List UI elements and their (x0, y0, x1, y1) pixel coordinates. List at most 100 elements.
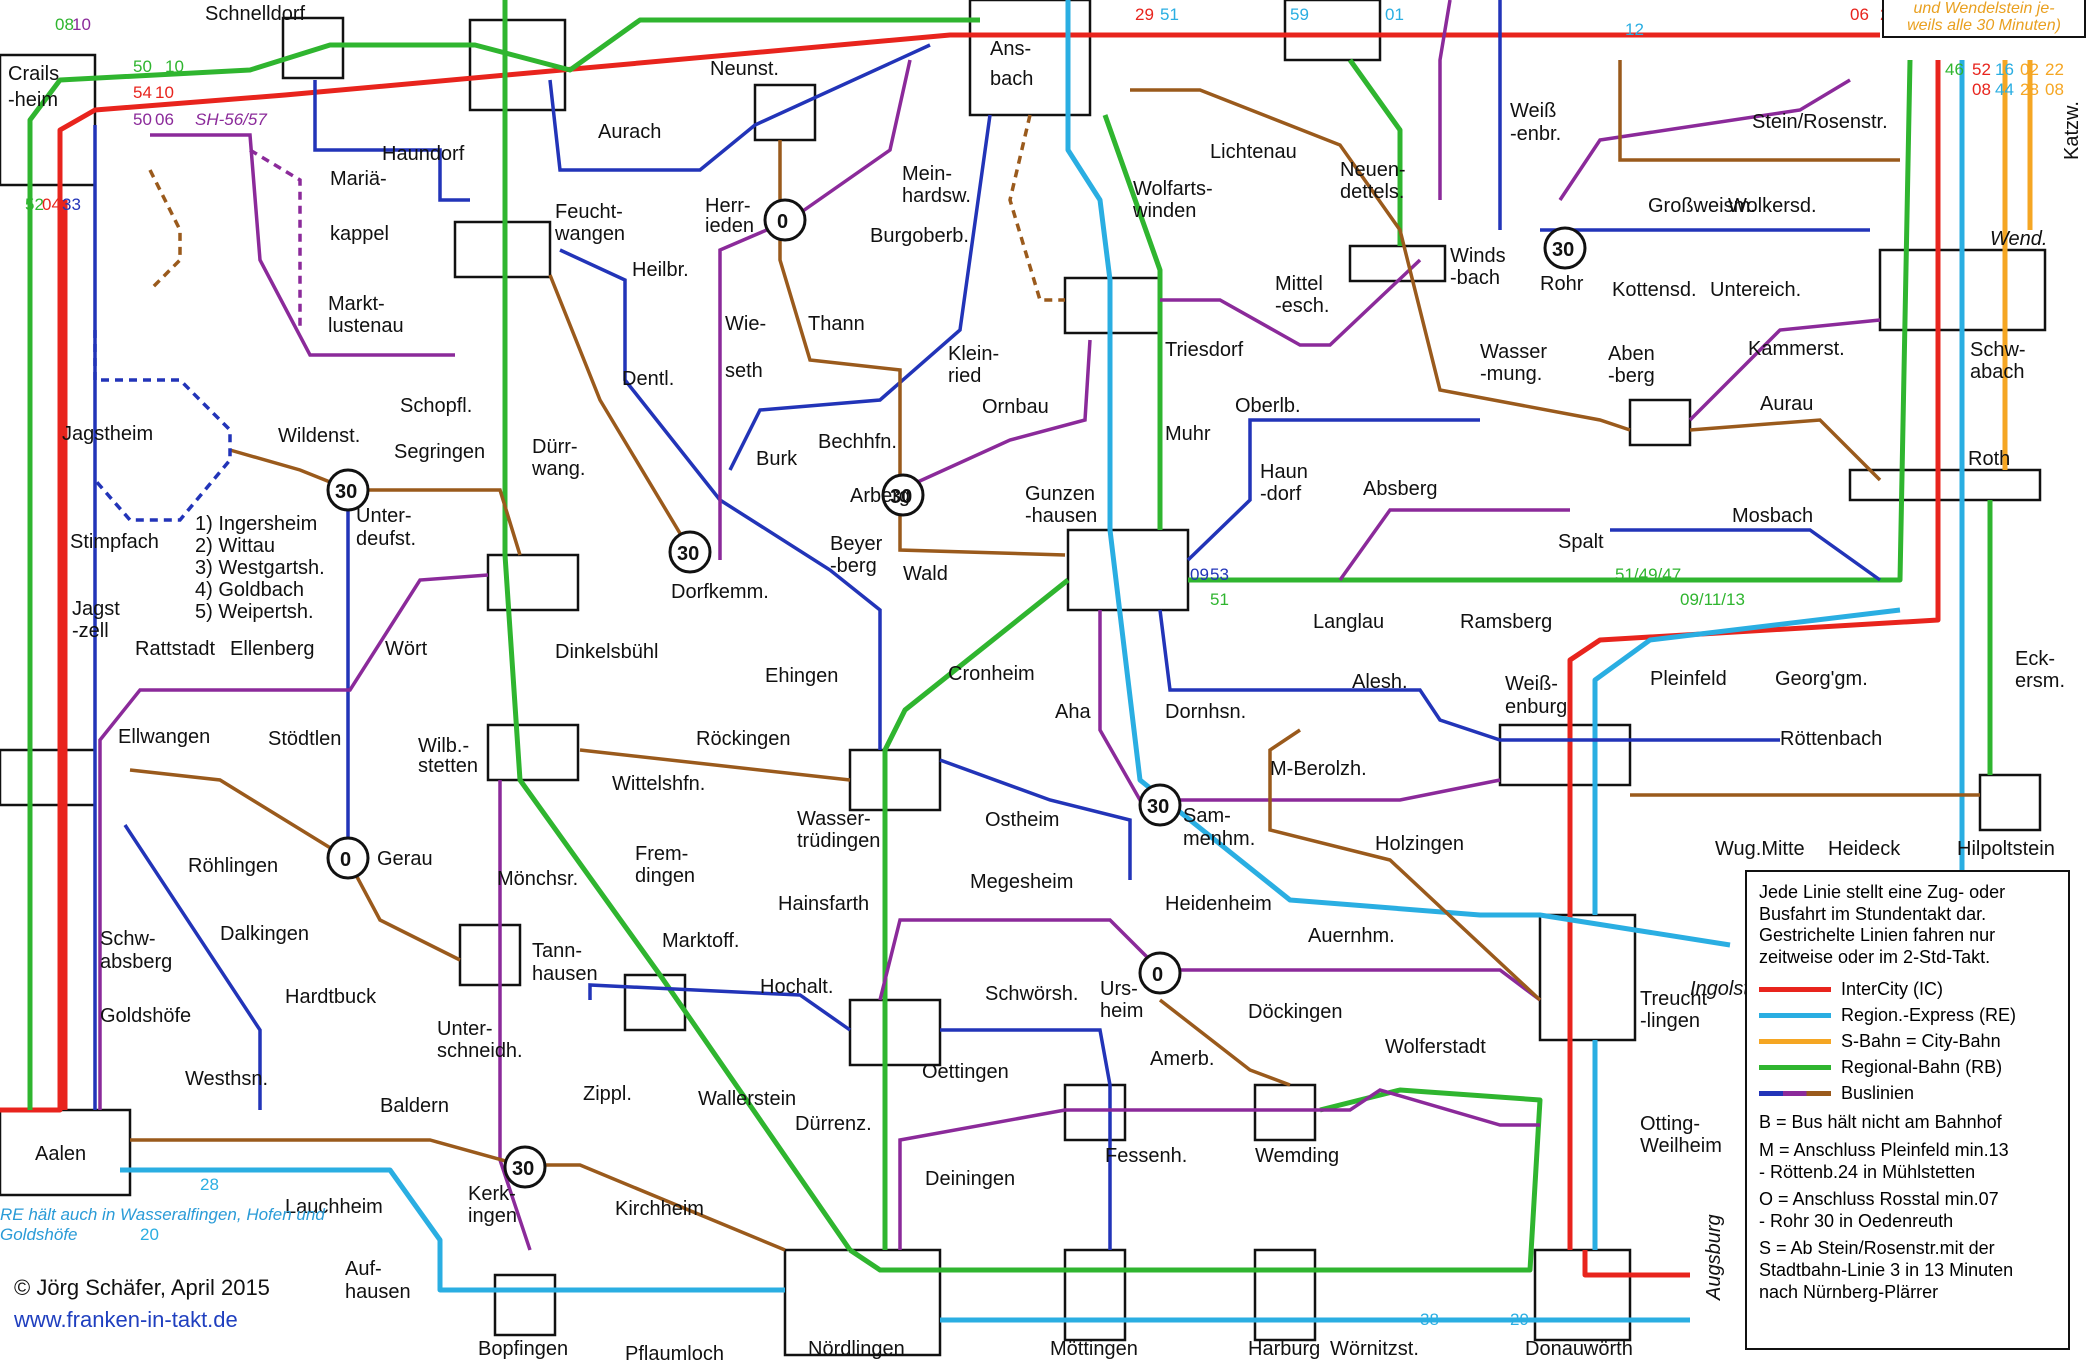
svg-text:Döckingen: Döckingen (1248, 1001, 1343, 1023)
svg-text:Dornhsn.: Dornhsn. (1165, 701, 1246, 723)
bus-purple-10[interactable] (1560, 80, 1850, 200)
svg-text:Dürrenz.: Dürrenz. (795, 1113, 872, 1135)
moettingen-box[interactable] (1065, 1250, 1125, 1340)
svg-text:dingen: dingen (635, 865, 695, 887)
svg-text:Treucht: Treucht (1640, 988, 1708, 1010)
svg-text:Mittel: Mittel (1275, 273, 1323, 295)
svg-text:ried: ried (948, 365, 981, 387)
svg-text:02: 02 (2020, 60, 2039, 79)
legend-label-re: Region.-Express (RE) (1841, 1005, 2016, 1027)
svg-text:hausen: hausen (345, 1281, 411, 1303)
svg-text:10: 10 (165, 57, 184, 76)
legend-label-bus: Buslinien (1841, 1083, 1914, 1105)
svg-text:Jagst: Jagst (72, 598, 120, 620)
svg-text:Heilbr.: Heilbr. (632, 259, 689, 281)
svg-text:46: 46 (1945, 60, 1964, 79)
bus-brown-dashed[interactable] (1010, 115, 1065, 300)
svg-text:kappel: kappel (330, 223, 389, 245)
svg-text:Jagstheim: Jagstheim (62, 423, 153, 445)
svg-text:ersm.: ersm. (2015, 670, 2065, 692)
legend-note-b: B = Bus hält nicht am Bahnhof (1759, 1112, 2056, 1134)
svg-text:-enbr.: -enbr. (1510, 123, 1561, 145)
treuchtlingen-box[interactable] (1540, 915, 1635, 1040)
svg-text:wangen: wangen (554, 223, 625, 245)
abenberg-box[interactable] (1630, 400, 1690, 445)
svg-text:Kottensd.: Kottensd. (1612, 279, 1697, 301)
dinkelsbuehl-box[interactable] (488, 555, 578, 610)
svg-text:33: 33 (62, 195, 81, 214)
svg-text:seth: seth (725, 360, 763, 382)
svg-text:29: 29 (1510, 1310, 1529, 1329)
bus-brown-3[interactable] (550, 275, 690, 550)
svg-text:Wittelshfn.: Wittelshfn. (612, 773, 705, 795)
svg-text:Goldshöfe: Goldshöfe (100, 1005, 191, 1027)
svg-text:Weilheim: Weilheim (1640, 1135, 1722, 1157)
svg-text:Feucht-: Feucht- (555, 201, 623, 223)
svg-text:Unter-: Unter- (437, 1018, 493, 1040)
svg-text:Kerk-: Kerk- (468, 1183, 516, 1205)
svg-text:Muhr: Muhr (1165, 423, 1211, 445)
svg-text:-esch.: -esch. (1275, 295, 1329, 317)
windsbach-box[interactable] (1350, 246, 1445, 281)
svg-text:Mosbach: Mosbach (1732, 505, 1813, 527)
wemding-box[interactable] (1255, 1085, 1315, 1140)
svg-text:-zell: -zell (72, 620, 109, 642)
svg-text:04: 04 (42, 195, 61, 214)
svg-text:22: 22 (2045, 60, 2064, 79)
svg-text:59: 59 (1290, 5, 1309, 24)
svg-text:absberg: absberg (100, 951, 172, 973)
bus-purple-13[interactable] (150, 135, 455, 355)
bus-brown-6[interactable] (348, 860, 460, 960)
rb-line-dinkelsbuehl[interactable] (505, 0, 850, 1250)
svg-text:30: 30 (512, 1158, 534, 1180)
oettingen-box[interactable] (850, 1000, 940, 1065)
svg-text:Arberg: Arberg (850, 485, 910, 507)
svg-text:Weiß-: Weiß- (1505, 673, 1558, 695)
legend-item: Buslinien (1759, 1080, 2056, 1106)
svg-text:Hainsfarth: Hainsfarth (778, 893, 869, 915)
wilburgstetten-box[interactable] (488, 725, 578, 780)
legend-label-rb: Regional-Bahn (RB) (1841, 1057, 2002, 1079)
svg-text:Stein/Rosenstr.: Stein/Rosenstr. (1752, 111, 1888, 133)
tannhausen-box[interactable] (460, 925, 520, 985)
svg-text:Aurach: Aurach (598, 121, 661, 143)
svg-text:Wug.Mitte: Wug.Mitte (1715, 838, 1805, 860)
svg-text:Oettingen: Oettingen (922, 1061, 1009, 1083)
ic-line-augsburg[interactable] (1585, 1250, 1690, 1275)
wassertruedingen-box[interactable] (850, 750, 940, 810)
svg-text:30: 30 (1147, 796, 1169, 818)
svg-text:10: 10 (155, 83, 174, 102)
svg-text:Pleinfeld: Pleinfeld (1650, 668, 1727, 690)
bus-purple-12[interactable] (1440, 0, 1450, 200)
svg-text:Hochalt.: Hochalt. (760, 976, 833, 998)
bopfingen-box[interactable] (495, 1275, 555, 1335)
station-schnelldorf: Schnelldorf (205, 3, 306, 25)
svg-text:-berg: -berg (830, 555, 877, 577)
svg-text:Wasser: Wasser (1480, 341, 1547, 363)
svg-text:Harburg: Harburg (1248, 1338, 1320, 1360)
fessenheim-box[interactable] (1065, 1085, 1125, 1140)
harburg-box[interactable] (1255, 1250, 1315, 1340)
bus-brown-dashed-2[interactable] (150, 170, 180, 290)
svg-text:Ehingen: Ehingen (765, 665, 838, 687)
bus-brown-1[interactable] (130, 770, 350, 860)
weissenburg-box[interactable] (1500, 725, 1630, 785)
svg-text:Burk: Burk (756, 448, 798, 470)
bus-purple-6[interactable] (1340, 510, 1570, 580)
bus-purple-8[interactable] (880, 920, 1540, 1000)
gunzenhausen-box[interactable] (1068, 530, 1188, 610)
svg-text:38: 38 (1420, 1310, 1439, 1329)
svg-text:51: 51 (1210, 590, 1229, 609)
svg-text:29: 29 (1135, 5, 1154, 24)
roth-box[interactable] (1850, 470, 2040, 500)
bus-brown-13[interactable] (1620, 60, 1900, 160)
svg-text:Dalkingen: Dalkingen (220, 923, 309, 945)
svg-text:53: 53 (1210, 565, 1229, 584)
ellwangen-box[interactable] (0, 750, 95, 805)
svg-text:Alesh.: Alesh. (1352, 671, 1408, 693)
svg-text:54: 54 (133, 83, 152, 102)
credit-url[interactable]: www.franken-in-takt.de (14, 1307, 270, 1333)
hilpoltstein-box[interactable] (1980, 775, 2040, 830)
svg-text:Gunzen: Gunzen (1025, 483, 1095, 505)
svg-text:08: 08 (1972, 80, 1991, 99)
